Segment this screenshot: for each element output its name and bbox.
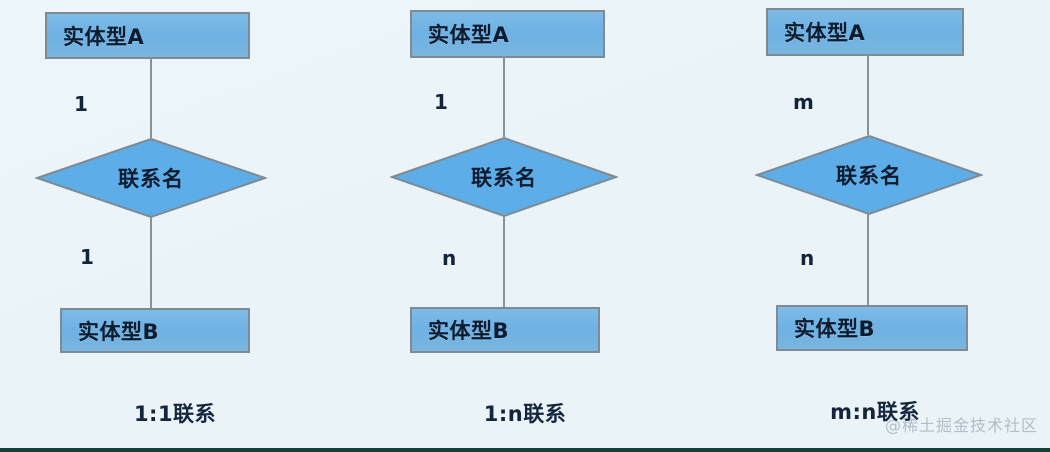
diagram-caption: 1:1联系 (133, 402, 217, 426)
cardinality-bottom: n (442, 246, 457, 270)
diagram-one-to-one: 实体型A 1 联系名 1 实体型B 1:1联系 (0, 0, 350, 452)
relationship-diamond[interactable]: 联系名 (35, 137, 267, 219)
bottom-strip (0, 448, 1050, 452)
connector-relationship-to-b (867, 214, 869, 307)
connector-a-to-relationship (503, 57, 505, 137)
entity-box-b[interactable]: 实体型B (60, 308, 250, 353)
cardinality-bottom: n (800, 246, 815, 270)
cardinality-bottom: 1 (80, 245, 94, 269)
connector-a-to-relationship (867, 55, 869, 135)
diagram-one-to-many: 实体型A 1 联系名 n 实体型B 1:n联系 (350, 0, 700, 452)
diagram-caption: m:n联系 (830, 400, 920, 424)
entity-box-b[interactable]: 实体型B (776, 305, 968, 351)
cardinality-top: 1 (74, 92, 88, 116)
connector-relationship-to-b (503, 216, 505, 309)
diagram-caption: 1:n联系 (483, 402, 567, 426)
entity-box-a[interactable]: 实体型A (766, 8, 964, 56)
cardinality-top: m (793, 90, 814, 114)
cardinality-top: 1 (434, 90, 448, 114)
entity-box-a[interactable]: 实体型A (410, 10, 605, 58)
entity-box-b[interactable]: 实体型B (410, 307, 600, 353)
diagram-many-to-many: 实体型A m 联系名 n 实体型B m:n联系 (700, 0, 1050, 452)
entity-box-a[interactable]: 实体型A (45, 12, 250, 59)
relationship-diamond[interactable]: 联系名 (390, 136, 618, 218)
connector-relationship-to-b (150, 217, 152, 310)
relationship-diamond[interactable]: 联系名 (755, 134, 983, 216)
connector-a-to-relationship (150, 58, 152, 138)
